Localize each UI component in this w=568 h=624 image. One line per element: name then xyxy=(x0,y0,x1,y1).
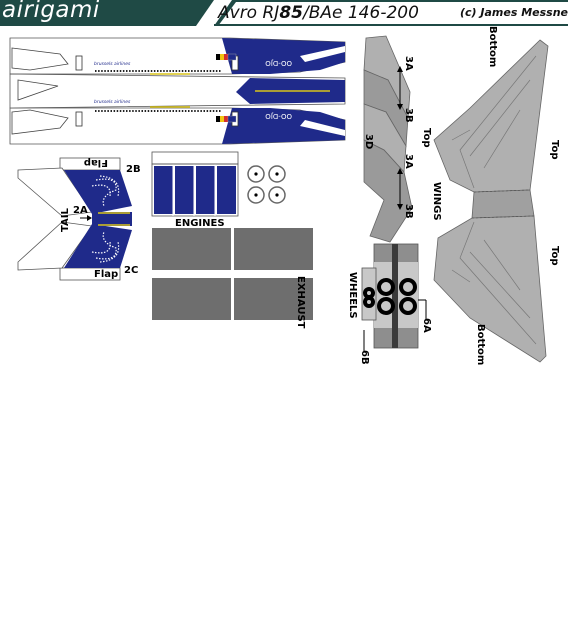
label-2b: 2B xyxy=(126,164,141,175)
label-3b-top: 3B xyxy=(403,108,414,123)
copyright: (c) James Messner xyxy=(460,6,568,19)
title-number: 85 xyxy=(279,3,303,23)
registration-top: OO-DJO xyxy=(265,59,292,67)
airline-name-bottom: brussels airlines xyxy=(94,99,131,105)
page-title: Avro RJ85/BAe 146-200 xyxy=(218,3,419,23)
exhaust-part: EXHAUST xyxy=(152,228,313,329)
label-wheels: WHEELS xyxy=(347,272,358,319)
wing-panels-part: 3A 3B 3D Top 3A 3B WINGS xyxy=(363,35,442,243)
label-engines: ENGINES xyxy=(175,218,225,229)
engines-part: ENGINES xyxy=(151,151,286,229)
wheels-part: WHEELS 6A 6B xyxy=(347,243,432,365)
label-wing-top-lower: Top xyxy=(549,246,560,266)
title-prefix: Avro RJ xyxy=(218,3,280,23)
label-wing-top-upper: Top xyxy=(549,140,560,160)
main-wing-part: Bottom Top Top Bottom xyxy=(433,26,560,365)
label-6b: 6B xyxy=(359,350,370,365)
label-6a: 6A xyxy=(421,318,432,333)
label-wing-bottom-lower: Bottom xyxy=(475,324,486,365)
label-tail: TAIL xyxy=(60,207,71,232)
label-top-left: Top xyxy=(421,128,432,148)
brand-banner: airigami xyxy=(0,0,214,26)
label-2a: 2A xyxy=(73,205,88,216)
label-wings: WINGS xyxy=(431,182,442,221)
brand-logo: airigami xyxy=(2,0,100,23)
header-slant xyxy=(196,0,568,26)
label-exhaust: EXHAUST xyxy=(295,276,306,329)
label-3a-top: 3A xyxy=(403,56,414,71)
label-3b-bottom: 3B xyxy=(403,204,414,219)
registration-bottom: OO-DJO xyxy=(265,112,292,120)
label-3a-bottom: 3A xyxy=(403,154,414,169)
label-2c: 2C xyxy=(124,265,138,276)
label-3d: 3D xyxy=(363,134,374,149)
header-bar: airigami Avro RJ85/BAe 146-200 (c) James… xyxy=(0,0,568,26)
tail-part: Flap Flap 2B 2A 2C TAIL xyxy=(17,157,141,281)
label-flap-bottom: Flap xyxy=(94,269,118,280)
label-wing-bottom-upper: Bottom xyxy=(487,26,498,67)
title-suffix: /BAe 146-200 xyxy=(302,3,419,23)
label-flap-top: Flap xyxy=(84,157,108,168)
airline-name-top: brussels airlines xyxy=(94,61,131,67)
fuselage-part: OO-DJO OO-DJO brussels airlines brussels… xyxy=(9,37,346,145)
